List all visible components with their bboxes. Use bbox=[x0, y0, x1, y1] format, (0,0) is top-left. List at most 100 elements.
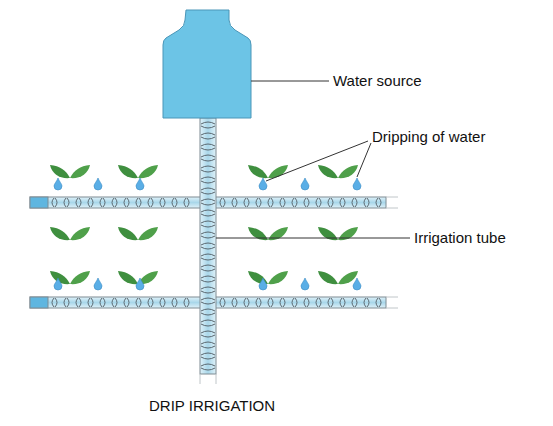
leaf bbox=[268, 271, 288, 284]
coil-stroke bbox=[112, 298, 117, 307]
coil-stroke bbox=[52, 198, 57, 207]
coil-stroke bbox=[100, 298, 105, 307]
leaf bbox=[70, 271, 90, 284]
coil-stroke bbox=[201, 353, 215, 359]
plant bbox=[248, 165, 288, 178]
plant bbox=[248, 271, 288, 284]
coil-stroke bbox=[328, 298, 333, 307]
coil-stroke bbox=[112, 198, 117, 207]
coil-stroke bbox=[340, 198, 345, 207]
coil-stroke bbox=[304, 298, 309, 307]
leaf bbox=[138, 227, 158, 240]
leaf bbox=[118, 165, 138, 178]
coil-stroke bbox=[201, 320, 215, 326]
water-drop bbox=[54, 178, 62, 190]
coil-stroke bbox=[201, 144, 215, 150]
coil-stroke bbox=[364, 198, 369, 207]
coil-stroke bbox=[100, 198, 105, 207]
leaf bbox=[318, 165, 338, 178]
coil-stroke bbox=[256, 298, 261, 307]
leaf bbox=[70, 227, 90, 240]
coil-stroke bbox=[184, 198, 189, 207]
coil-stroke bbox=[328, 198, 333, 207]
water-drop bbox=[54, 278, 62, 290]
coil-stroke bbox=[232, 298, 237, 307]
water-drop bbox=[353, 178, 361, 190]
coil-stroke bbox=[244, 298, 249, 307]
coil-stroke bbox=[160, 298, 165, 307]
plants bbox=[50, 165, 358, 284]
plant bbox=[318, 271, 358, 284]
coil-stroke bbox=[220, 198, 225, 207]
coil-stroke bbox=[376, 298, 381, 307]
water-drop bbox=[136, 178, 144, 190]
water-drop bbox=[94, 178, 102, 190]
plant bbox=[50, 165, 90, 178]
coil-stroke bbox=[292, 298, 297, 307]
plant bbox=[118, 165, 158, 178]
water-drop bbox=[301, 278, 309, 290]
coil-stroke bbox=[124, 298, 129, 307]
plant bbox=[50, 227, 90, 240]
leaf bbox=[338, 165, 358, 178]
leaf bbox=[118, 227, 138, 240]
coil-stroke bbox=[76, 298, 81, 307]
coil-stroke bbox=[52, 298, 57, 307]
leaf bbox=[70, 165, 90, 178]
coil-stroke bbox=[160, 198, 165, 207]
water-drop bbox=[94, 278, 102, 290]
coil-stroke bbox=[124, 198, 129, 207]
coil-stroke bbox=[148, 198, 153, 207]
coil-stroke bbox=[201, 331, 215, 337]
leaf bbox=[138, 165, 158, 178]
caption: DRIP IRRIGATION bbox=[149, 397, 275, 415]
coil-stroke bbox=[201, 177, 215, 183]
coil-stroke bbox=[201, 309, 215, 315]
water-drop bbox=[259, 278, 267, 290]
coil-stroke bbox=[201, 298, 215, 304]
coil-stroke bbox=[201, 254, 215, 260]
coil-stroke bbox=[201, 210, 215, 216]
coil-stroke bbox=[64, 198, 69, 207]
coil-stroke bbox=[352, 298, 357, 307]
water-source-label: Water source bbox=[333, 72, 422, 90]
coil-stroke bbox=[352, 198, 357, 207]
coil-stroke bbox=[184, 298, 189, 307]
coil-stroke bbox=[136, 298, 141, 307]
coil-stroke bbox=[88, 198, 93, 207]
coil-stroke bbox=[201, 188, 215, 194]
coil-stroke bbox=[268, 298, 273, 307]
coil-stroke bbox=[316, 298, 321, 307]
irrigation-tube-label: Irrigation tube bbox=[414, 229, 506, 247]
coil-stroke bbox=[220, 298, 225, 307]
coil-stroke bbox=[280, 298, 285, 307]
water-drop bbox=[136, 278, 144, 290]
coil-stroke bbox=[76, 198, 81, 207]
leaf bbox=[118, 271, 138, 284]
water-bottle bbox=[163, 10, 251, 118]
coil-stroke bbox=[201, 122, 215, 128]
coil-stroke bbox=[172, 298, 177, 307]
coil-stroke bbox=[201, 342, 215, 348]
coil-stroke bbox=[136, 198, 141, 207]
tube-coils bbox=[52, 122, 381, 370]
coil-stroke bbox=[201, 265, 215, 271]
coil-stroke bbox=[340, 298, 345, 307]
water-drop bbox=[353, 278, 361, 290]
coil-stroke bbox=[88, 298, 93, 307]
coil-stroke bbox=[316, 198, 321, 207]
coil-stroke bbox=[172, 198, 177, 207]
coil-stroke bbox=[201, 133, 215, 139]
coil-stroke bbox=[201, 166, 215, 172]
coil-stroke bbox=[201, 232, 215, 238]
main-tube bbox=[200, 118, 216, 384]
water-drop bbox=[259, 178, 267, 190]
coil-stroke bbox=[292, 198, 297, 207]
coil-stroke bbox=[201, 287, 215, 293]
leaf bbox=[50, 227, 70, 240]
coil-stroke bbox=[148, 298, 153, 307]
dripping-label: Dripping of water bbox=[372, 128, 485, 146]
leaf bbox=[50, 165, 70, 178]
plant bbox=[318, 165, 358, 178]
